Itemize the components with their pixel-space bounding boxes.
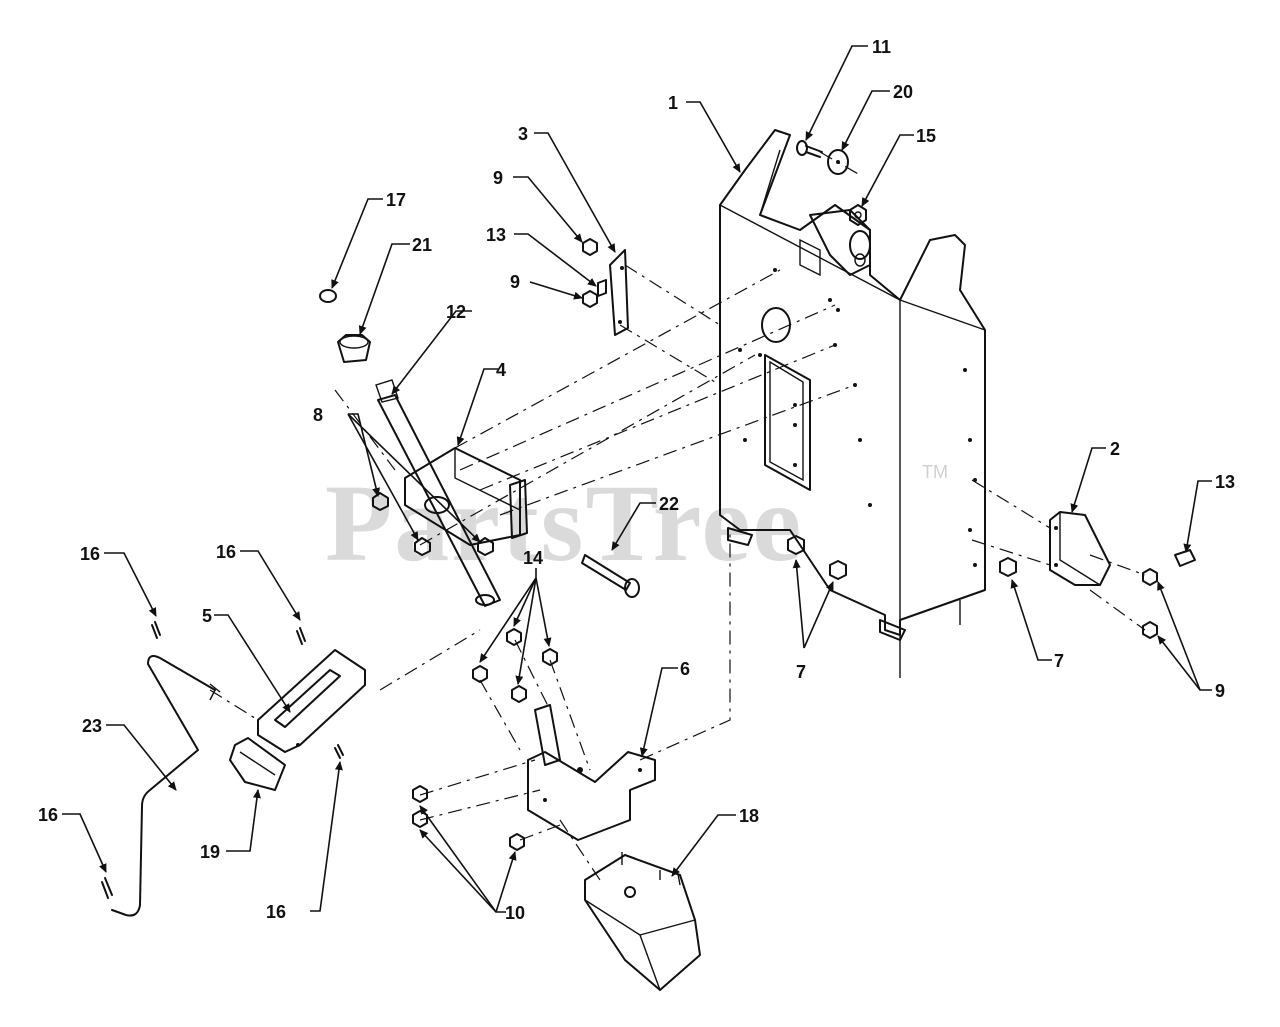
part-9-nut-upper: [582, 238, 598, 256]
leader-lines: [62, 45, 1212, 913]
part-7-bolts: [787, 535, 1017, 580]
part-21-bushing: [337, 334, 371, 363]
callout-16d: 16: [38, 805, 58, 825]
part-18-switch: [584, 852, 701, 991]
part-15-nut: [849, 204, 867, 226]
part-13-clip-right: [1174, 549, 1196, 567]
part-17-ring: [319, 289, 337, 303]
part-3-bracket: [609, 249, 629, 336]
callout-21: 21: [412, 235, 432, 255]
part-23-rod: [111, 655, 221, 917]
part-8-bolts: [372, 492, 494, 556]
callout-13a: 13: [486, 225, 506, 245]
callout-10: 10: [505, 903, 525, 923]
part-2-bracket: [1049, 511, 1111, 586]
part-11-bolt: [796, 140, 823, 158]
callout-labels: 1 2 3 4 5 6 7 7 8 9 9 9 10 11 12 13 13 1…: [38, 37, 1235, 923]
callout-17: 17: [386, 190, 406, 210]
callout-5: 5: [202, 606, 212, 626]
callout-3: 3: [518, 124, 528, 144]
part-19-pedal-pad: [229, 737, 286, 791]
callout-23: 23: [82, 716, 102, 736]
callout-6: 6: [680, 659, 690, 679]
part-12-shaft: [375, 379, 501, 607]
callout-4: 4: [496, 360, 506, 380]
part-6-bracket: [527, 704, 656, 841]
part-9-nut-lower: [582, 290, 598, 308]
part-13-clip-left: [597, 279, 607, 297]
callout-2: 2: [1110, 439, 1120, 459]
callout-13b: 13: [1215, 472, 1235, 492]
callout-16c: 16: [266, 902, 286, 922]
watermark-trademark: TM: [922, 462, 948, 482]
part-9-nuts-right: [1142, 568, 1158, 639]
callout-8: 8: [313, 405, 323, 425]
callout-15: 15: [916, 126, 936, 146]
callout-7a: 7: [796, 662, 806, 682]
part-22-pin: [581, 554, 640, 598]
part-16-cotter-pins: [101, 621, 344, 899]
part-1-mounting-plate: [719, 129, 986, 678]
callout-22: 22: [659, 494, 679, 514]
callout-16b: 16: [216, 542, 236, 562]
callout-9a: 9: [493, 168, 503, 188]
callout-9c: 9: [1215, 681, 1225, 701]
callout-14: 14: [523, 548, 543, 568]
callout-1: 1: [668, 93, 678, 113]
part-5-pedal-arm: [257, 649, 366, 753]
callout-9b: 9: [510, 272, 520, 292]
callout-18: 18: [739, 806, 759, 826]
callout-12: 12: [446, 302, 466, 322]
callout-19: 19: [200, 842, 220, 862]
callout-16a: 16: [80, 544, 100, 564]
callout-11: 11: [872, 37, 891, 57]
part-14-nuts: [472, 628, 558, 703]
callout-20: 20: [893, 82, 913, 102]
callout-7b: 7: [1054, 651, 1064, 671]
